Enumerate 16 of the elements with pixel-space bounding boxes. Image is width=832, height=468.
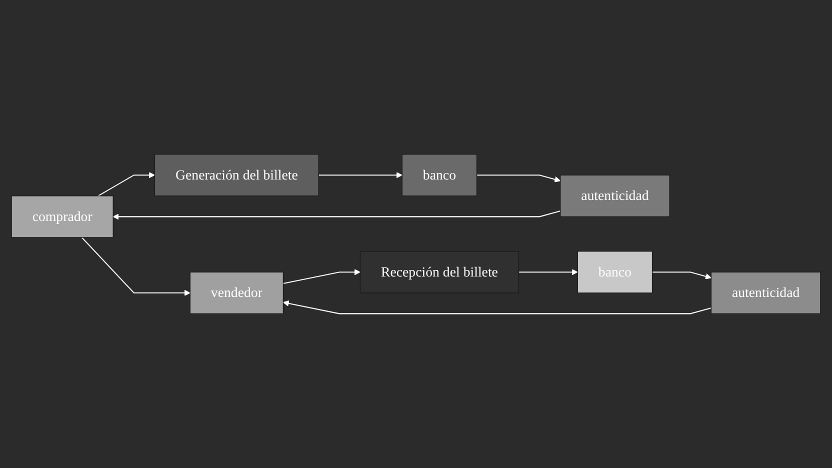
node-box: Generación del billete <box>154 154 319 196</box>
node-box: banco <box>402 154 478 196</box>
node-box: autenticidad <box>560 174 670 218</box>
arrow <box>476 174 561 182</box>
node-box: Recepción del billete <box>360 250 520 294</box>
node-box: autenticidad <box>710 272 821 314</box>
arrow <box>283 269 360 284</box>
arrow <box>518 269 578 276</box>
arrow <box>318 172 402 178</box>
arrow <box>652 272 712 280</box>
node-box: vendedor <box>190 272 284 314</box>
arrow <box>282 300 712 314</box>
node-box: comprador <box>11 196 114 238</box>
arrow <box>81 237 190 296</box>
arrow <box>98 172 155 196</box>
arrow <box>112 210 560 220</box>
